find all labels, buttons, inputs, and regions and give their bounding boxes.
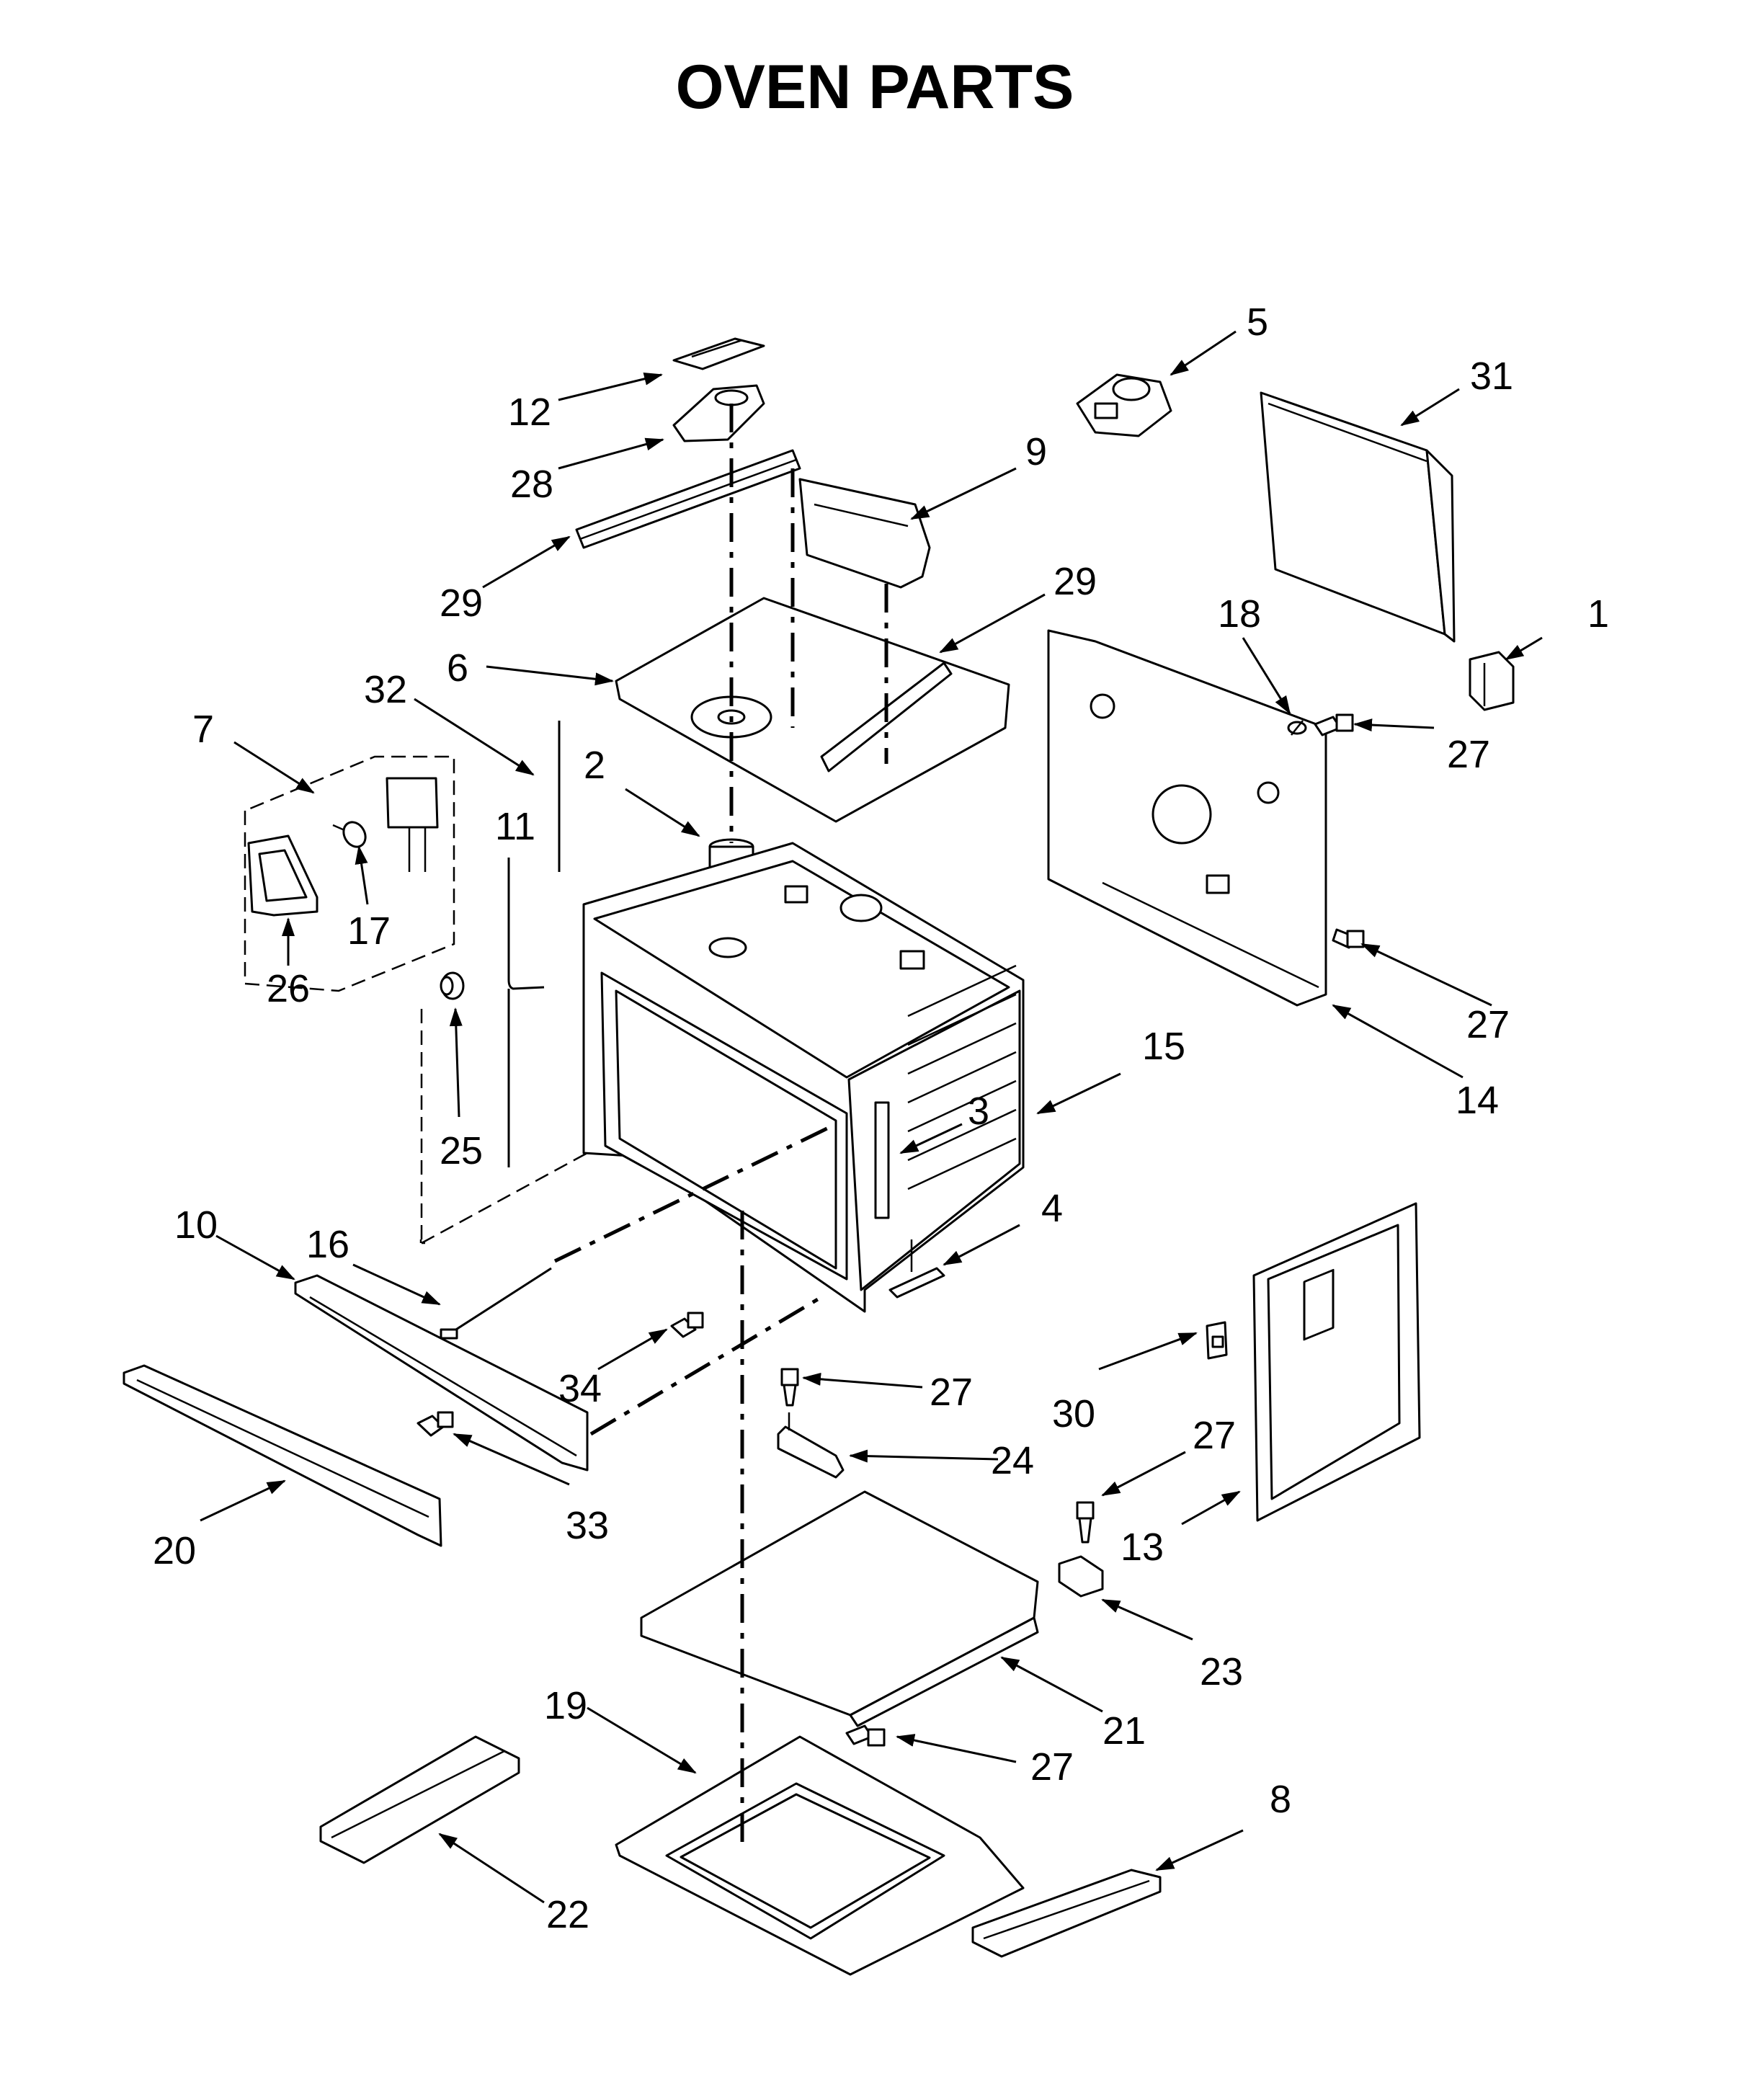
part-29-top-duct [575,449,801,549]
part-25-knob [440,971,465,1000]
part-16-sensor [440,1267,552,1340]
part-30-clip [1206,1321,1228,1360]
part-7-group [244,755,455,992]
callout-23: 23 [1200,1650,1243,1693]
part-27-screw-c [780,1368,799,1407]
callout-33: 33 [566,1504,609,1547]
callout-labels: 5 31 12 28 9 29 29 6 18 1 27 7 32 2 11 1… [153,300,1609,1936]
part-10-trim [294,1274,589,1472]
part-26-control [247,834,318,917]
part-27-screw-a [1314,713,1354,736]
centerline-trim [589,1295,823,1436]
part-27-screw-e [845,1724,886,1747]
dashed-lead-diag [421,1152,588,1245]
callout-15: 15 [1142,1025,1185,1068]
part-14-rear-wall [1047,629,1327,1007]
callout-3: 3 [968,1090,989,1133]
part-27-screw-b [1332,928,1365,949]
callout-14: 14 [1456,1079,1499,1122]
callout-27-e: 27 [1030,1745,1074,1789]
callout-27-a: 27 [1447,733,1490,776]
callout-11: 11 [495,805,535,848]
part-8-rail [971,1869,1162,1958]
part-34-screw [670,1312,704,1338]
callout-22: 22 [546,1893,589,1936]
callout-30: 30 [1052,1392,1095,1435]
part-31-back-panel [1260,391,1456,643]
callout-17: 17 [347,909,391,953]
callout-13: 13 [1121,1526,1164,1569]
callout-31: 31 [1470,355,1513,398]
part-17-knob [332,821,367,848]
part-23-bracket [1058,1555,1104,1598]
callout-21: 21 [1102,1709,1146,1753]
part-display-board [386,777,439,872]
callout-2: 2 [584,744,605,787]
callout-32: 32 [364,668,407,711]
callout-18: 18 [1218,592,1261,636]
callout-7: 7 [192,708,214,751]
callout-26: 26 [267,967,310,1010]
callout-6: 6 [447,646,468,690]
callout-27-b: 27 [1466,1003,1510,1046]
part-27-screw-d [1076,1501,1095,1544]
callout-5: 5 [1247,300,1268,344]
main-oven-cavity [582,842,1025,1313]
callout-20: 20 [153,1529,196,1572]
leader-arrows [200,330,1543,1904]
part-22-rail [319,1735,520,1864]
callout-29-top: 29 [440,582,483,625]
part-6-top-plate [615,597,1010,823]
callout-16: 16 [306,1223,349,1266]
part-12-bracket [672,337,765,370]
part-33-screw [416,1411,454,1437]
callout-12: 12 [508,391,551,434]
part-4-bracket [888,1239,945,1299]
part-9-top-cover [798,478,931,589]
callout-9: 9 [1025,430,1047,473]
part-28-mount [672,384,765,442]
part-1-box [1469,651,1515,711]
part-24-bracket [777,1412,845,1479]
part-5-motor [1076,373,1172,437]
callout-10: 10 [174,1203,218,1247]
part-18-clip [1287,720,1307,736]
part-11-wire [507,858,545,1167]
part-13-side-panel [1252,1202,1421,1522]
callout-24: 24 [991,1439,1034,1482]
callout-19: 19 [544,1684,587,1727]
callout-8: 8 [1270,1778,1291,1821]
callout-27-d: 27 [1193,1414,1236,1457]
part-21-bottom-panel [640,1490,1039,1727]
part-20-trim [122,1364,442,1547]
callout-1: 1 [1587,592,1609,636]
callout-34: 34 [558,1367,602,1410]
callout-4: 4 [1041,1187,1063,1230]
callout-25: 25 [440,1129,483,1172]
page-title: OVEN PARTS [676,53,1074,122]
part-19-base [615,1735,1025,1976]
centerline-sensor [553,1122,837,1263]
callout-29-plate: 29 [1054,560,1097,603]
callout-28: 28 [510,463,553,506]
callout-27-c: 27 [930,1371,973,1414]
